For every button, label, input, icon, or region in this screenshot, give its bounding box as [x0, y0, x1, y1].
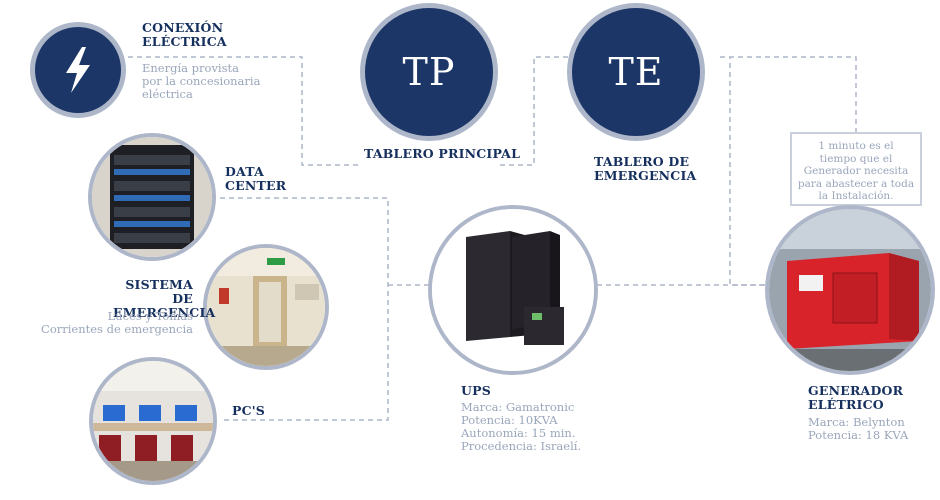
- sistema-desc-line: Luces y Tomas: [107, 309, 193, 323]
- sistema-title: SISTEMA DE EMERGENCIA: [113, 277, 216, 320]
- note-line: Generador necesita: [803, 165, 909, 177]
- ups-desc-line: Potencia: 10KVA: [461, 413, 558, 427]
- ups-desc-line: Procedencia: Israelí.: [461, 439, 582, 453]
- te-label: TABLERO DE EMERGENCIA: [594, 155, 696, 183]
- data-center-title-line2: CENTER: [225, 178, 287, 193]
- te-label-line2: EMERGENCIA: [594, 168, 697, 183]
- conexion-title-line1: CONEXIÓN: [142, 20, 224, 35]
- emergency-lights-image: [207, 248, 325, 366]
- tp-abbr: TP: [402, 50, 456, 94]
- note-line: para abastecer a toda: [797, 177, 915, 190]
- generador-desc-line: Potencia: 18 KVA: [808, 428, 909, 442]
- connector-generador-te: [729, 57, 765, 286]
- conexion-description: Energía provista por la concesionaria el…: [142, 62, 260, 101]
- pcs-photo: [89, 357, 217, 485]
- note-line: tiempo que el: [819, 152, 893, 165]
- connector-conexion-tp: [128, 56, 360, 166]
- sistema-emergencia-photo: [203, 244, 329, 370]
- sistema-description: Luces y Tomas Corrientes de emergencia: [23, 310, 193, 336]
- data-center-photo: [88, 133, 216, 261]
- conexion-desc-line: por la concesionaria: [142, 74, 261, 88]
- server-rack-image: [92, 137, 212, 257]
- ups-description: Marca: Gamatronic Potencia: 10KVA Autono…: [461, 401, 581, 453]
- generador-desc-line: Marca: Belynton: [808, 415, 905, 429]
- ups-photo: [428, 205, 598, 375]
- lightning-bolt-icon: [66, 47, 90, 93]
- conexion-desc-line: eléctrica: [142, 87, 193, 101]
- generator-image: [769, 209, 931, 371]
- sistema-title-line2: EMERGENCIA: [113, 305, 216, 320]
- generador-title: GENERADOR ELÉTRICO: [808, 384, 903, 412]
- conexion-circle: [30, 22, 126, 118]
- generador-description: Marca: Belynton Potencia: 18 KVA: [808, 416, 908, 442]
- conexion-desc-line: Energía provista: [142, 61, 239, 75]
- te-circle: TE: [567, 3, 705, 141]
- generador-photo: [765, 205, 935, 375]
- tp-circle: TP: [360, 3, 498, 141]
- ups-desc-line: Marca: Gamatronic: [461, 400, 575, 414]
- tp-label: TABLERO PRINCIPAL: [364, 146, 521, 161]
- sistema-desc-line: Corrientes de emergencia: [41, 322, 193, 336]
- te-abbr: TE: [608, 50, 664, 94]
- ups-title: UPS: [461, 383, 491, 398]
- generador-note: 1 minuto es el tiempo que el Generador n…: [790, 132, 922, 206]
- note-line: 1 minuto es el: [818, 140, 894, 152]
- data-center-title: DATA CENTER: [225, 165, 286, 193]
- data-center-title-line1: DATA: [225, 164, 264, 179]
- connector-te-generador: [720, 56, 857, 132]
- generador-title-line2: ELÉTRICO: [808, 397, 884, 412]
- conexion-title-line2: ELÉCTRICA: [142, 34, 227, 49]
- sistema-title-line1: SISTEMA DE: [125, 277, 193, 306]
- conexion-title: CONEXIÓN ELÉCTRICA: [142, 21, 227, 49]
- computer-room-image: [93, 361, 213, 481]
- connector-datacenter: [220, 197, 389, 421]
- note-line: la Instalación.: [818, 190, 894, 202]
- pcs-title: PC'S: [232, 403, 266, 418]
- te-label-line1: TABLERO DE: [594, 154, 690, 169]
- generador-title-line1: GENERADOR: [808, 383, 904, 398]
- ups-desc-line: Autonomía: 15 min.: [461, 426, 576, 440]
- ups-unit-image: [432, 209, 594, 371]
